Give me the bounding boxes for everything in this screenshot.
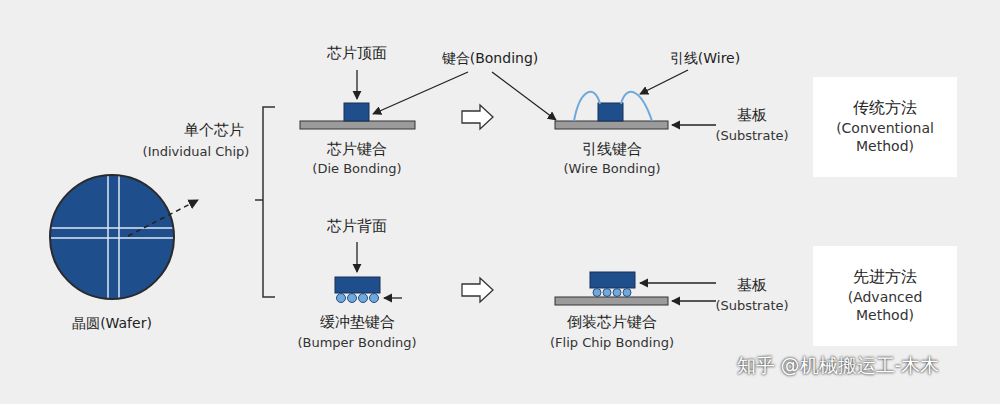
process-arrow	[462, 278, 493, 302]
process-arrow	[462, 105, 493, 129]
bumps	[593, 289, 631, 297]
leader-line	[492, 72, 556, 120]
part-label: 引线(Wire)	[670, 50, 740, 67]
step-label: 芯片键合	[327, 140, 387, 158]
step-label: (Flip Chip Bonding)	[550, 335, 674, 351]
part-label: 基板	[737, 106, 767, 124]
substrate	[555, 297, 668, 305]
method-subtitle: (Advanced Method)	[821, 288, 949, 324]
step-label: (Wire Bonding)	[564, 161, 661, 177]
part-label: 芯片背面	[327, 217, 387, 235]
part-label: (Substrate)	[715, 128, 788, 144]
substrate	[300, 121, 415, 129]
chip	[598, 103, 623, 121]
step-label: 倒装芯片键合	[567, 313, 657, 331]
wafer	[45, 170, 180, 305]
dashed-arrow	[128, 200, 198, 236]
leader-line	[640, 70, 688, 94]
part-label: (Substrate)	[715, 298, 788, 314]
bumps	[337, 294, 379, 303]
method-title: 传统方法	[853, 98, 917, 119]
method-box: 传统方法(Conventional Method)	[813, 77, 957, 177]
chip	[344, 103, 369, 121]
leader-line	[384, 297, 402, 298]
leader-line	[356, 70, 357, 99]
chip	[335, 277, 380, 293]
method-title: 先进方法	[853, 267, 917, 288]
bond-wire	[621, 92, 652, 121]
chip	[590, 272, 635, 288]
group-label: (Individual Chip)	[143, 144, 250, 160]
part-label: 键合(Bonding)	[442, 50, 539, 67]
watermark: 知乎 @机械搬运工-木木	[737, 354, 940, 377]
leader-line	[373, 72, 468, 114]
step-label: (Bumper Bonding)	[297, 335, 416, 351]
leader-line	[672, 300, 716, 301]
bond-wire	[574, 92, 600, 121]
step-label: 缓冲垫键合	[320, 313, 395, 331]
method-box: 先进方法(Advanced Method)	[813, 246, 957, 346]
part-label: 芯片顶面	[327, 44, 387, 62]
substrate	[555, 121, 668, 129]
leader-line	[672, 124, 716, 125]
method-subtitle: (Conventional Method)	[821, 119, 949, 155]
leader-line	[640, 282, 716, 283]
part-label: 基板	[737, 276, 767, 294]
group-label: 单个芯片	[184, 121, 244, 139]
bracket	[255, 107, 275, 297]
leader-line	[356, 242, 357, 272]
step-label: 引线键合	[582, 140, 642, 158]
step-label: (Die Bonding)	[312, 161, 401, 177]
wafer-label: 晶圆(Wafer)	[72, 315, 152, 332]
